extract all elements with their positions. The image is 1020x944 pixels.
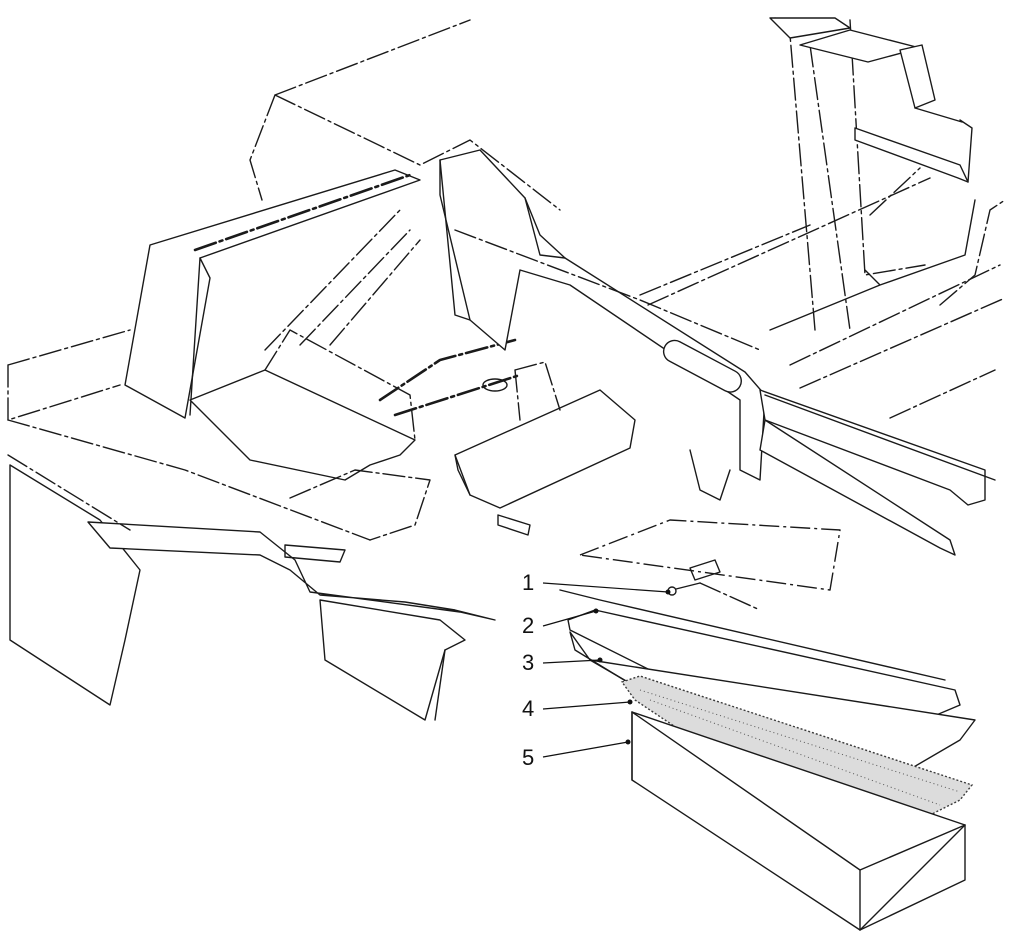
callout-3: 3 (522, 650, 603, 675)
callout-5: 5 (522, 739, 631, 770)
left-side-panel (124, 169, 421, 419)
upper-right-bracket (769, 17, 973, 183)
callout-2: 2 (522, 608, 599, 638)
callout-1: 1 (522, 570, 671, 595)
svg-text:1: 1 (522, 570, 534, 595)
center-panels (189, 329, 636, 509)
svg-text:4: 4 (522, 696, 534, 721)
lower-left-arm (7, 454, 531, 721)
callout-4: 4 (522, 696, 633, 721)
svg-text:3: 3 (522, 650, 534, 675)
main-rail (439, 149, 996, 556)
svg-text:2: 2 (522, 613, 534, 638)
base-block (631, 711, 966, 931)
fastener-screw (667, 559, 761, 611)
svg-text:5: 5 (522, 745, 534, 770)
